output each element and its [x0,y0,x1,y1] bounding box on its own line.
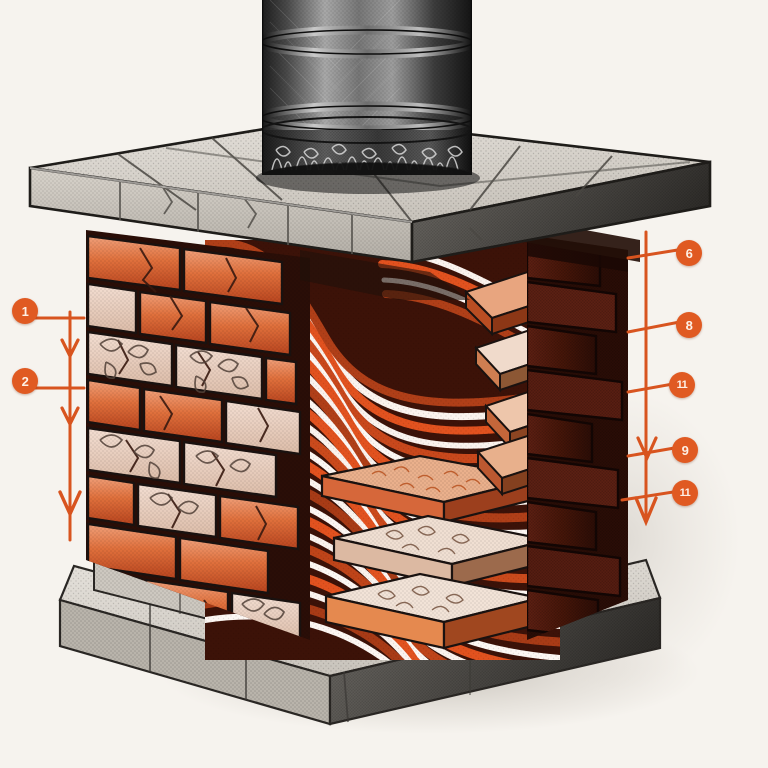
callout-marker-left-2-label: 2 [21,373,29,389]
callout-marker-right-5-label: 11 [679,487,691,499]
callout-marker-right-2-label: 8 [685,317,693,333]
callout-marker-left-2[interactable]: 2 [12,368,38,394]
flue-pipe-group [262,0,472,175]
tile-shelves-group [320,266,578,650]
callout-marker-left-1-label: 1 [21,303,29,319]
callout-lines [32,230,692,542]
callout-marker-right-4[interactable]: 9 [672,437,698,463]
callout-marker-right-2[interactable]: 8 [676,312,702,338]
callout-marker-right-1[interactable]: 6 [676,240,702,266]
left-axis [32,310,86,542]
brick-wall-left [86,230,310,640]
callout-marker-right-5[interactable]: 11 [672,480,698,506]
callout-marker-right-3-label: 11 [676,379,688,391]
callout-marker-right-4-label: 9 [681,442,689,458]
crown-slab-group [28,116,712,264]
brick-wall-right [527,235,628,640]
tile-shelf [324,572,542,650]
callout-marker-right-1-label: 6 [685,245,693,261]
callout-marker-left-1[interactable]: 1 [12,298,38,324]
callout-marker-right-3[interactable]: 11 [669,372,695,398]
